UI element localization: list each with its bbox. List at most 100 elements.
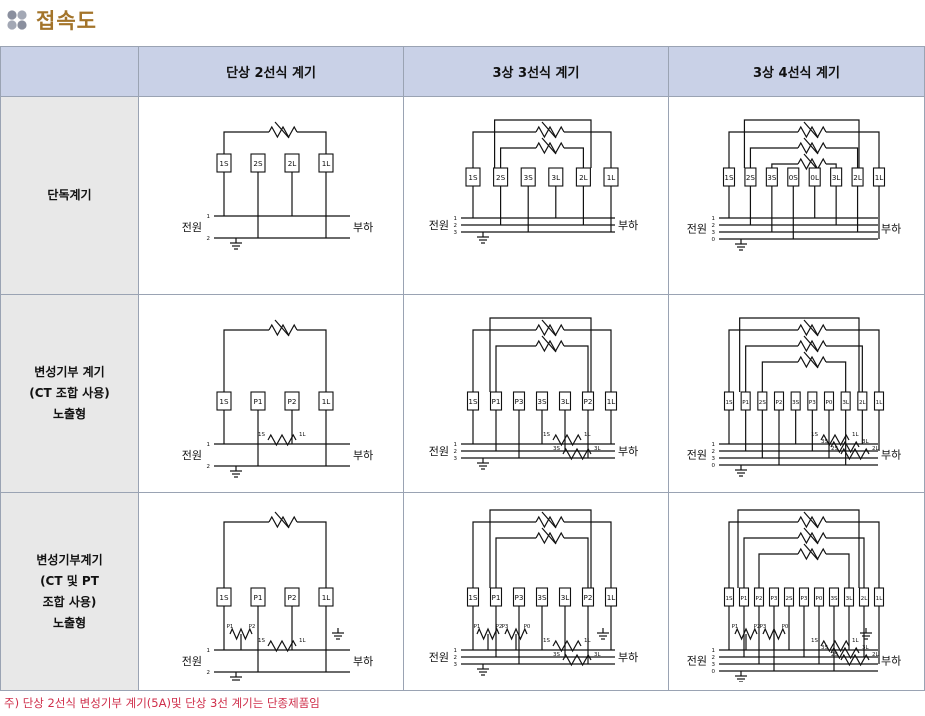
terminal-label: P0 <box>826 400 833 406</box>
pt-label: P1 <box>732 624 739 630</box>
line-number: 3 <box>454 456 458 462</box>
terminal-label: P1 <box>492 593 501 602</box>
corner-cell <box>0 46 139 97</box>
wire <box>803 351 819 368</box>
pt-label: P0 <box>524 624 531 630</box>
wire <box>758 552 798 588</box>
coil-icon <box>562 447 592 460</box>
line-number: 3 <box>712 456 716 462</box>
line-number: 2 <box>712 223 716 229</box>
ct-label: 1L <box>852 432 859 438</box>
coil-icon <box>797 355 827 368</box>
terminal-label: 1L <box>876 400 884 406</box>
ct-label: 2S <box>831 446 838 452</box>
page-title: 접속도 <box>36 9 97 33</box>
four-dot-icon <box>7 10 27 30</box>
coil-icon <box>797 515 827 528</box>
source-label: 전원 <box>182 221 202 234</box>
ct-label: 3L <box>594 652 601 658</box>
coil-icon <box>535 141 565 154</box>
wire <box>803 121 819 138</box>
coil-icon <box>504 627 528 640</box>
wire <box>541 137 557 154</box>
coil-icon <box>552 639 582 652</box>
coil-icon <box>562 653 592 666</box>
terminal-label: P1 <box>254 593 263 602</box>
column-header-three-phase-3w: 3상 3선식 계기 <box>403 46 669 97</box>
coil-icon <box>840 447 870 460</box>
ct-label: 3L <box>862 645 869 651</box>
coil-icon <box>535 323 565 336</box>
terminal-label: P2 <box>756 596 763 602</box>
ct-label: 1S <box>811 432 818 438</box>
wire <box>472 328 536 392</box>
coil-icon <box>797 141 827 154</box>
wire <box>761 360 798 392</box>
pt-label: P0 <box>782 624 789 630</box>
ct-label: 1L <box>852 638 859 644</box>
wire <box>803 153 819 170</box>
wire <box>803 335 819 352</box>
line-number: 0 <box>712 237 716 243</box>
wire <box>803 319 819 336</box>
ct-label: 3L <box>594 446 601 452</box>
terminal-label: P3 <box>809 400 816 406</box>
wire <box>297 130 327 154</box>
wire <box>826 146 859 168</box>
coil-icon <box>797 323 827 336</box>
wire <box>223 130 269 154</box>
row-header-ct: 변성기부 계기 (CT 조합 사용) 노출형 <box>0 294 139 493</box>
ct-label: 3S <box>553 652 560 658</box>
wire <box>803 137 819 154</box>
terminal-label: 3L <box>846 596 854 602</box>
source-label: 전원 <box>687 654 707 667</box>
pt-label: P2 <box>249 624 256 630</box>
load-label: 부하 <box>618 444 638 458</box>
ct-label: 1L <box>584 638 591 644</box>
line-number: 2 <box>712 449 716 455</box>
line-number: 0 <box>712 463 716 469</box>
line-number: 1 <box>454 648 458 654</box>
terminal-label: 1S <box>725 596 733 602</box>
terminal-label: 1L <box>875 173 884 182</box>
coil-icon <box>229 627 253 640</box>
terminal-label: 1S <box>724 173 734 182</box>
terminal-label: 2S <box>253 159 263 168</box>
header-row: 단상 2선식 계기 3상 3선식 계기 3상 4선식 계기 <box>0 46 925 97</box>
load-label: 부하 <box>618 650 638 664</box>
terminal-label: 3S <box>537 397 547 406</box>
wire <box>803 511 819 528</box>
connection-diagram-table: 단상 2선식 계기 3상 3선식 계기 3상 4선식 계기 단독계기 1S 2S 2… <box>0 46 925 691</box>
coil-icon <box>535 125 565 138</box>
row-header-standalone: 단독계기 <box>0 96 139 295</box>
wire <box>739 316 860 392</box>
ct-label: 3L <box>862 439 869 445</box>
ct-label: 2S <box>831 652 838 658</box>
wire <box>297 328 327 392</box>
source-label: 전원 <box>182 449 202 462</box>
ct-label: 3S <box>821 645 828 651</box>
ct-label: 1S <box>543 638 550 644</box>
wire <box>564 536 589 588</box>
line-number: 3 <box>454 230 458 236</box>
coil-icon <box>268 125 298 138</box>
terminal-label: 1L <box>607 593 616 602</box>
wire <box>564 130 612 168</box>
wire <box>728 328 798 392</box>
ct-label: 1S <box>543 432 550 438</box>
wire <box>564 146 584 168</box>
terminal-label: P1 <box>741 596 748 602</box>
source-label: 전원 <box>429 219 449 232</box>
terminal-label: 1S <box>468 593 478 602</box>
coil-icon <box>267 433 297 446</box>
wire <box>826 328 880 392</box>
wire <box>472 130 536 168</box>
wire <box>489 316 592 392</box>
terminal-label: P2 <box>776 400 783 406</box>
